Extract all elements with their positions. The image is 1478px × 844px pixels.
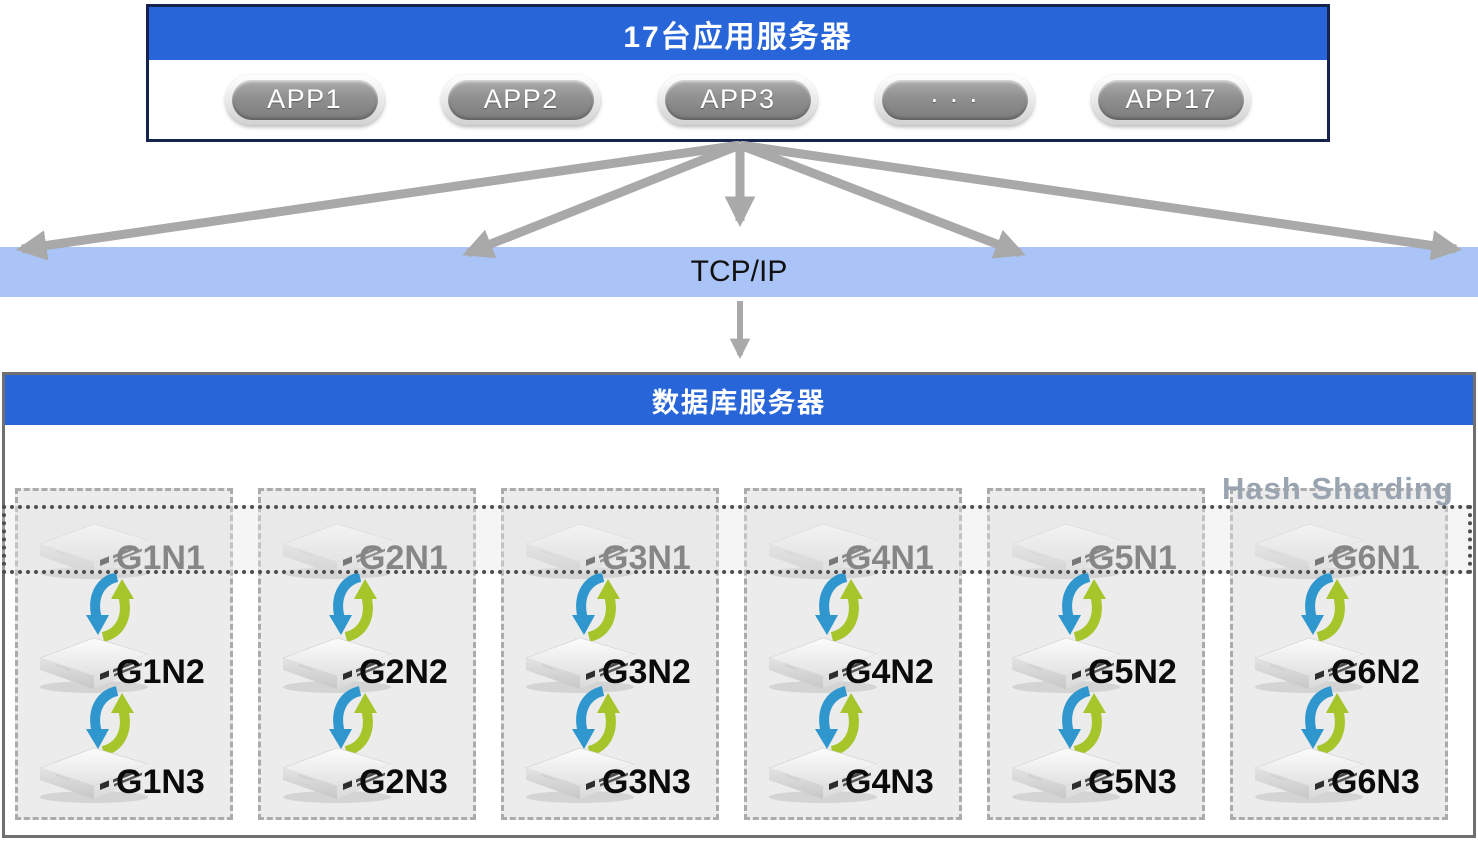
tcpip-bar: TCP/IP <box>0 247 1478 297</box>
shard-group-g4: G4N1 G4N2 G4N3 <box>744 488 962 820</box>
shard-group-g3: G3N1 G3N2 G3N3 <box>501 488 719 820</box>
app-node-app2: APP2 <box>442 74 601 125</box>
node-label: G5N2 <box>1088 653 1177 691</box>
node-label: G6N3 <box>1331 763 1420 801</box>
app-servers-list: APP1 APP2 APP3 · · · APP17 <box>149 60 1327 139</box>
app-node-app17: APP17 <box>1092 74 1251 125</box>
node-label: G4N3 <box>845 763 934 801</box>
node-label: G4N1 <box>845 539 934 577</box>
tcpip-label: TCP/IP <box>690 255 788 288</box>
app-node-app3: APP3 <box>658 74 817 125</box>
fan-arrow-right-outer <box>739 141 1463 261</box>
node-label: G6N1 <box>1331 539 1420 577</box>
node-label: G1N3 <box>116 763 205 801</box>
node-label: G5N1 <box>1088 539 1177 577</box>
shard-group-g2: G2N1 G2N2 G2N3 <box>258 488 476 820</box>
fan-arrow-right-inner <box>738 141 1026 259</box>
node-label: G1N2 <box>116 653 205 691</box>
fan-arrow-left-inner <box>462 141 742 259</box>
app-servers-title: 17台应用服务器 <box>149 7 1327 60</box>
node-label: G3N3 <box>602 763 691 801</box>
app-node-app1: APP1 <box>225 74 384 125</box>
app-node-label: APP3 <box>664 79 811 120</box>
node-label: G3N1 <box>602 539 691 577</box>
node-label: G5N3 <box>1088 763 1177 801</box>
node-label: G1N1 <box>116 539 205 577</box>
app-servers-panel: 17台应用服务器 APP1 APP2 APP3 · · · APP17 <box>146 4 1330 142</box>
app-node-ellipsis: · · · <box>875 74 1034 125</box>
node-label: G2N3 <box>359 763 448 801</box>
node-label: G3N2 <box>602 653 691 691</box>
node-label: G2N2 <box>359 653 448 691</box>
database-title: 数据库服务器 <box>5 375 1473 425</box>
hash-sharding-label: Hash Sharding <box>1222 471 1454 506</box>
node-label: G2N1 <box>359 539 448 577</box>
shard-group-g5: G5N1 G5N2 G5N3 <box>987 488 1205 820</box>
fan-arrow-left-outer <box>15 141 741 261</box>
node-label: G6N2 <box>1331 653 1420 691</box>
app-node-label: APP2 <box>448 79 595 120</box>
shard-group-g1: G1N1 G1N2 G1N3 <box>15 488 233 820</box>
app-node-label: APP1 <box>231 79 378 120</box>
shard-group-g6: G6N1 G6N2 G6N3 <box>1230 488 1448 820</box>
app-node-label: APP17 <box>1098 79 1245 120</box>
node-label: G4N2 <box>845 653 934 691</box>
connection-arrows-layer <box>15 141 1463 360</box>
ellipsis-dots: · · · <box>881 79 1028 120</box>
